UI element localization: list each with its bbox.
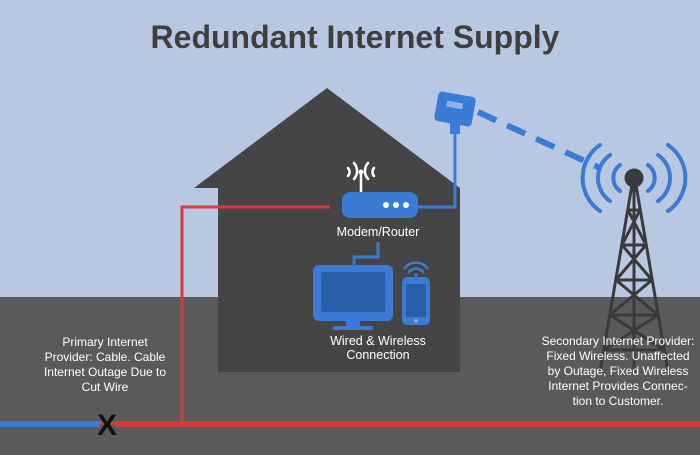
secondary-label-line: tion to Customer. xyxy=(573,394,664,408)
house xyxy=(194,88,460,372)
primary-label-line: Cut Wire xyxy=(82,380,129,394)
devices-label-line1: Wired & Wireless xyxy=(330,334,426,348)
router-monitor-cable xyxy=(352,242,380,265)
secondary-label-line: Internet Provides Connec- xyxy=(548,379,687,393)
router-icon xyxy=(342,192,418,218)
signal-wave-icon xyxy=(580,143,688,213)
cut-wire-mark: X xyxy=(97,409,117,442)
cell-tower-icon xyxy=(598,168,670,373)
secondary-label-line: by Outage, Fixed Wireless xyxy=(548,364,689,378)
wireless-link xyxy=(476,109,602,171)
secondary-label-line: Secondary Internet Provider: xyxy=(542,334,695,348)
devices-label-line2: Connection xyxy=(346,348,409,362)
primary-provider-label: Primary Internet Provider: Cable. Cable … xyxy=(44,335,166,394)
phone-icon xyxy=(402,277,430,325)
primary-label-line: Provider: Cable. Cable xyxy=(45,350,166,364)
antenna-dish-icon xyxy=(434,91,476,134)
cable-ground-red xyxy=(115,421,700,427)
primary-label-line: Primary Internet xyxy=(62,335,148,349)
secondary-provider-label: Secondary Internet Provider: Fixed Wirel… xyxy=(542,334,695,408)
page-title: Redundant Internet Supply xyxy=(151,19,560,55)
wifi-icon xyxy=(346,161,376,195)
monitor-icon xyxy=(313,265,393,330)
cable-ground-blue xyxy=(0,421,100,427)
antenna-cable xyxy=(418,130,457,209)
modem-router-label: Modem/Router xyxy=(337,225,420,239)
primary-label-line: Internet Outage Due to xyxy=(44,365,166,379)
phone-wifi-icon xyxy=(403,261,429,277)
secondary-label-line: Fixed Wireless. Unaffected xyxy=(546,349,689,363)
